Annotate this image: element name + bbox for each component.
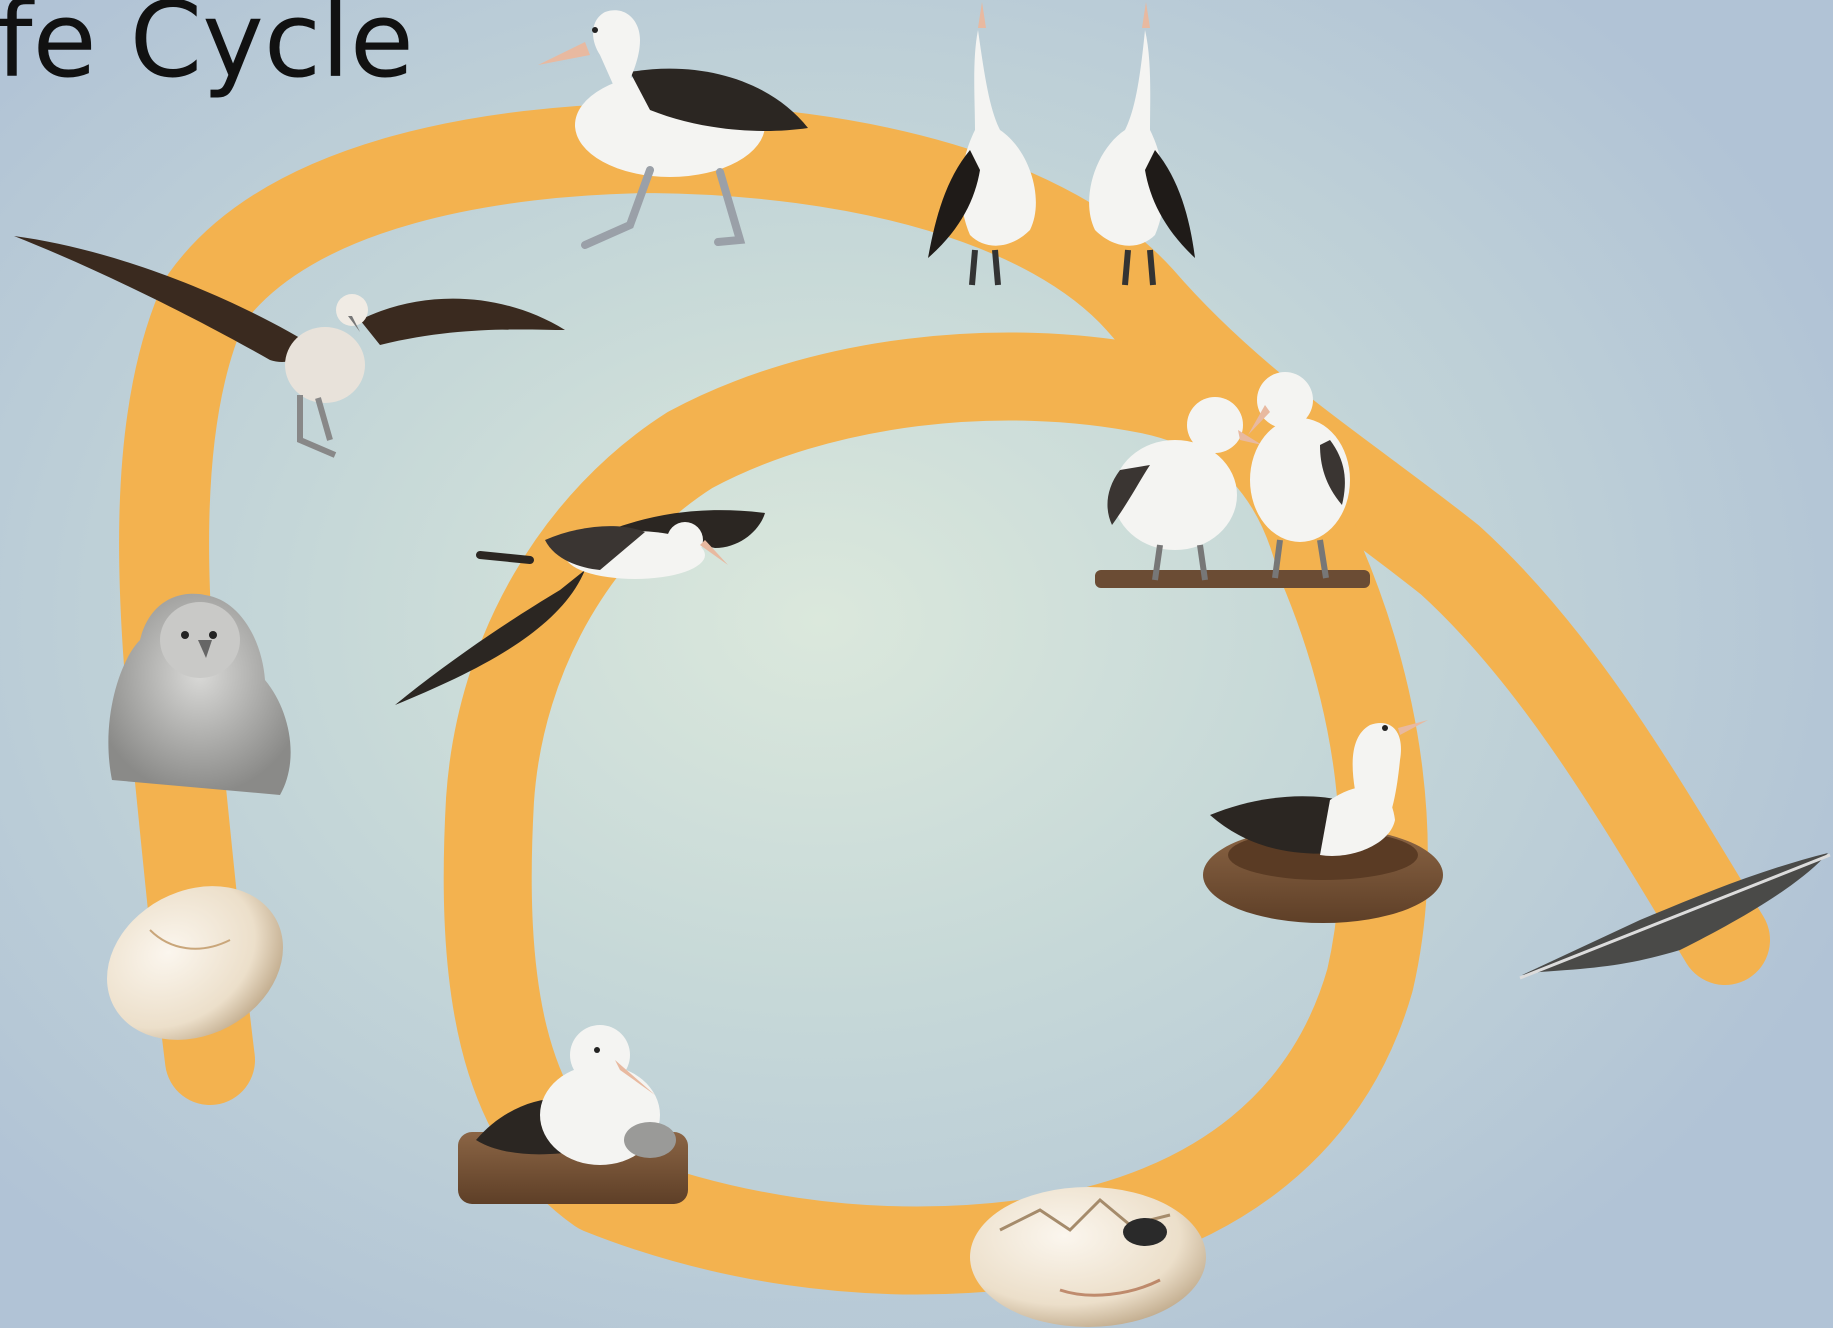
egg-icon — [80, 856, 310, 1070]
hatching-egg-icon — [970, 1187, 1206, 1327]
walking-albatross-icon — [538, 10, 808, 245]
life-cycle-path — [164, 148, 1725, 1060]
